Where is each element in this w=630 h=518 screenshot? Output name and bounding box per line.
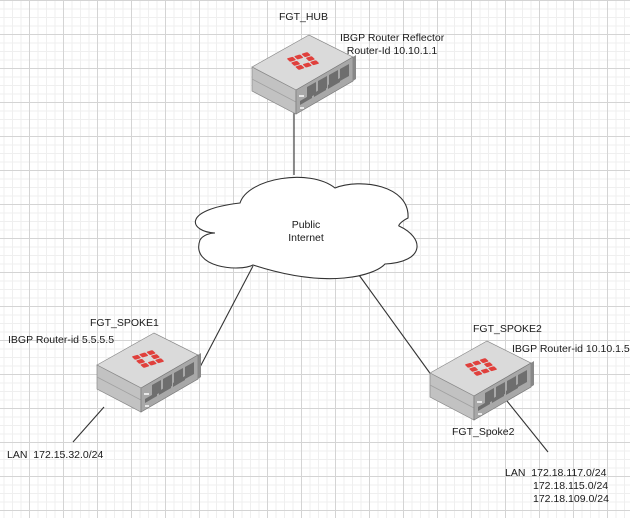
spoke1-lan-prefix: LAN bbox=[7, 449, 28, 461]
spoke2-sub-label: FGT_Spoke2 bbox=[452, 426, 515, 438]
hub-role: IBGP Router Reflector bbox=[340, 32, 445, 44]
spoke2-lan-subnet-1: 172.18.117.0/24 bbox=[531, 467, 607, 479]
spoke1-name-label: FGT_SPOKE1 bbox=[90, 317, 159, 329]
spoke1-lan-subnet: 172.15.32.0/24 bbox=[33, 449, 104, 461]
spoke2-lan-link bbox=[506, 400, 549, 453]
spoke2-lan-subnet-3: 172.18.109.0/24 bbox=[533, 493, 609, 505]
spoke2-router-id: IBGP Router-id 10.10.1.5 bbox=[512, 343, 630, 355]
cloud-label-line2: Internet bbox=[288, 232, 324, 244]
spoke1-lan-link bbox=[72, 406, 105, 443]
spoke2-lan-subnet-2: 172.18.115.0/24 bbox=[533, 480, 609, 492]
spoke2-lan-label: LAN 172.18.117.0/24 172.18.115.0/24 172.… bbox=[505, 467, 609, 506]
spoke1-router-id: IBGP Router-id 5.5.5.5 bbox=[8, 334, 115, 346]
cloud-label-line1: Public bbox=[291, 219, 321, 231]
spoke2-lan-prefix: LAN bbox=[505, 467, 526, 479]
hub-info-label: IBGP Router Reflector Router-Id 10.10.1.… bbox=[340, 32, 444, 58]
spoke2-to-cloud-link bbox=[358, 274, 433, 377]
hub-router-id: Router-Id 10.10.1.1 bbox=[346, 45, 438, 57]
cloud-label: Public Internet bbox=[281, 219, 331, 245]
internet-cloud-icon bbox=[194, 176, 418, 280]
spoke2-name-label: FGT_SPOKE2 bbox=[473, 323, 542, 335]
spoke1-to-cloud-link bbox=[198, 265, 254, 370]
hub-name-label: FGT_HUB bbox=[279, 11, 329, 23]
spoke1-lan-label: LAN 172.15.32.0/24 bbox=[7, 449, 103, 462]
